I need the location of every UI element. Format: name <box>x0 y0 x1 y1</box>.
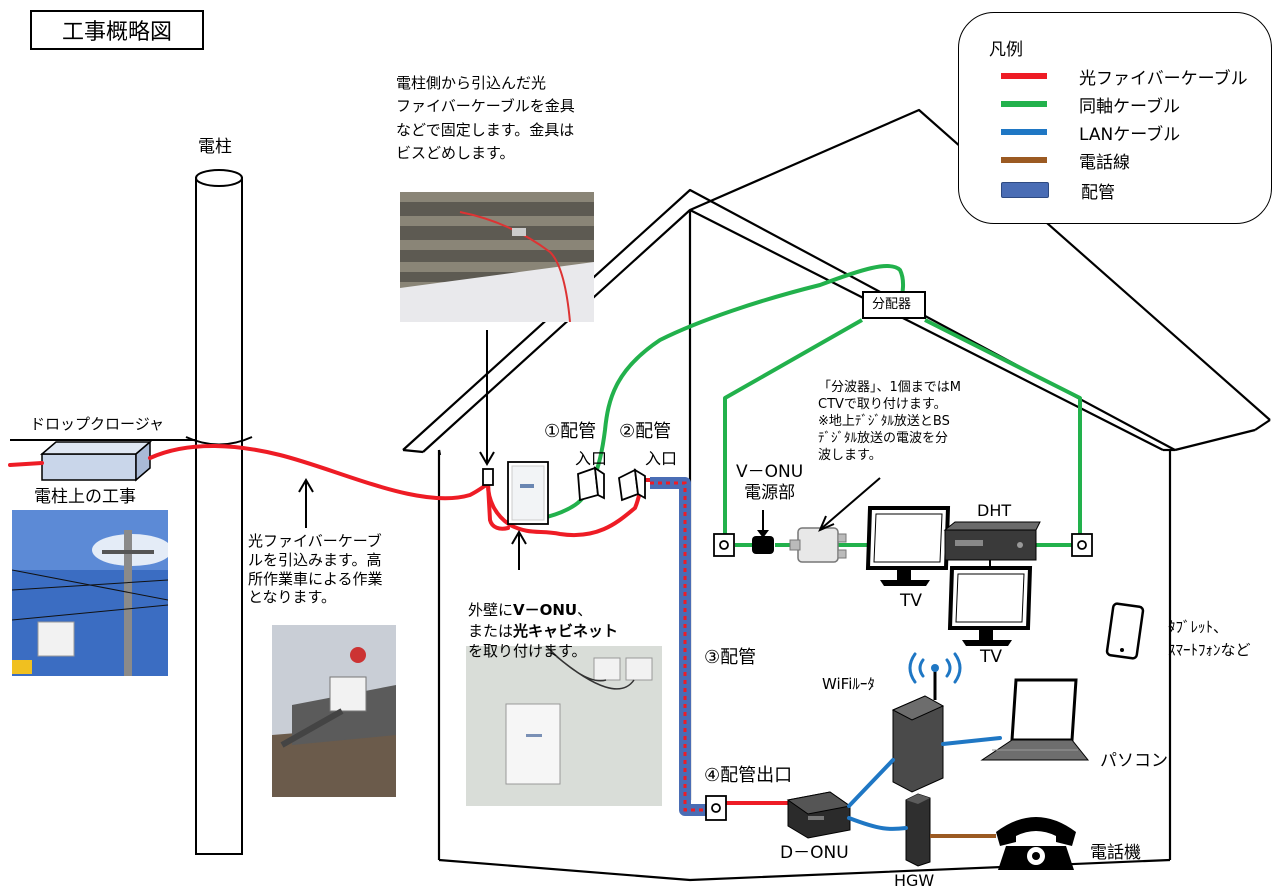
fiber-intake-note: 光ファイバーケーブ ルを引込みます。高 所作業車による作業 となります。 <box>248 532 383 607</box>
diagram-title: 工事概略図 <box>30 10 204 50</box>
tv-2 <box>947 566 1033 646</box>
dht-box <box>943 521 1041 570</box>
legend-label-fiber: 光ファイバーケーブル <box>1079 68 1248 89</box>
distributor-label: 分配器 <box>872 297 912 312</box>
wall-note-cabinet: 光キャビネット <box>513 621 619 640</box>
wall-note-prefix: 外壁に <box>468 601 514 620</box>
utility-pole <box>185 169 253 855</box>
pipe2-entry-label: 入口 <box>645 449 678 468</box>
legend-item-pipe: 配管 <box>1001 177 1115 203</box>
wall-note-vonu: V－ONU <box>513 601 578 620</box>
pipe4-label: ④配管出口 <box>704 765 793 786</box>
lan-cables <box>847 736 1002 831</box>
legend-item-coax: 同軸ケーブル <box>1001 91 1180 117</box>
tablet <box>1105 602 1145 660</box>
fiber-cable <box>8 444 792 805</box>
drop-closure-label: ドロップクロージャ <box>30 415 164 433</box>
pipe1-entry-label: 入口 <box>575 449 608 468</box>
splitter <box>789 527 847 563</box>
phone-label: 電話機 <box>1090 843 1141 863</box>
d-onu <box>786 791 852 839</box>
pole-label: 電柱 <box>198 137 232 157</box>
legend-label-lan: LANケーブル <box>1079 124 1181 145</box>
vonu-power-unit <box>752 536 774 554</box>
tv1-label: TV <box>900 591 923 611</box>
legend-swatch-coax <box>1001 101 1047 107</box>
distributor-box <box>862 291 926 319</box>
splitter-note: 「分波器」、1個まではM CTVで取り付けます。 ※地上ﾃﾞｼﾞﾀﾙ放送とBS … <box>818 380 961 463</box>
legend-item-fiber: 光ファイバーケーブル <box>1001 63 1248 89</box>
pc-label: パソコン <box>1100 751 1168 771</box>
conduit-pipe <box>650 477 712 816</box>
dht-label: DHT <box>977 501 1012 520</box>
pipe1-label: ①配管 <box>544 421 597 442</box>
legend-label-phone: 電話線 <box>1079 152 1130 173</box>
pole-work-label: 電柱上の工事 <box>34 487 136 507</box>
wall-note-suffix: を取り付けます。 <box>468 641 587 660</box>
annotation-arrows <box>298 330 881 570</box>
legend: 凡例 光ファイバーケーブル 同軸ケーブル LANケーブル 電話線 配管 <box>958 12 1272 224</box>
legend-swatch-pipe <box>1001 182 1049 198</box>
v-onu-wall-unit <box>507 461 549 525</box>
photo-pole-work <box>12 510 168 676</box>
pipe2-label: ②配管 <box>619 421 672 442</box>
hgw-label: HGW <box>894 871 935 890</box>
wifi-router-label: WiFiﾙｰﾀ <box>822 675 875 693</box>
wall-note-mid: 、 または <box>468 601 593 640</box>
wifi-router <box>891 652 962 793</box>
tablet-label: ﾀﾌﾞﾚｯﾄ、 ｽﾏｰﾄﾌｫﾝなど <box>1168 618 1251 659</box>
photo-wall-install <box>466 646 662 806</box>
legend-swatch-lan <box>1001 129 1047 135</box>
vonu-power-label: V－ONU 電源部 <box>736 462 804 504</box>
legend-item-phone: 電話線 <box>1001 147 1130 173</box>
legend-swatch-phone <box>1001 157 1047 163</box>
photo-roof-fixing <box>400 192 594 322</box>
drop-closure-box <box>39 440 153 482</box>
laptop <box>980 678 1090 761</box>
fixing-hardware-note: 電柱側から引込んだ光 ファイバーケーブルを金具 などで固定します。金具は ビスど… <box>396 74 575 162</box>
pipe3-label: ③配管 <box>704 647 757 668</box>
legend-label-coax: 同軸ケーブル <box>1079 96 1180 117</box>
hgw <box>905 793 931 867</box>
wall-outlets <box>482 468 1093 821</box>
tv2-label: TV <box>980 647 1003 667</box>
telephone <box>996 817 1076 870</box>
pipe-entry-boxes <box>577 466 646 502</box>
wall-install-note: 外壁にV－ONU、 または光キャビネット を取り付けます。 <box>468 580 618 661</box>
donu-label: D－ONU <box>780 843 849 863</box>
legend-swatch-fiber <box>1001 73 1047 79</box>
legend-item-lan: LANケーブル <box>1001 119 1180 145</box>
photo-bucket-truck <box>272 625 396 797</box>
legend-title: 凡例 <box>989 40 1023 60</box>
tv-1 <box>865 506 951 586</box>
power-arrow-head <box>757 530 769 538</box>
coax-cable <box>514 263 1082 547</box>
legend-label-pipe: 配管 <box>1081 182 1115 203</box>
